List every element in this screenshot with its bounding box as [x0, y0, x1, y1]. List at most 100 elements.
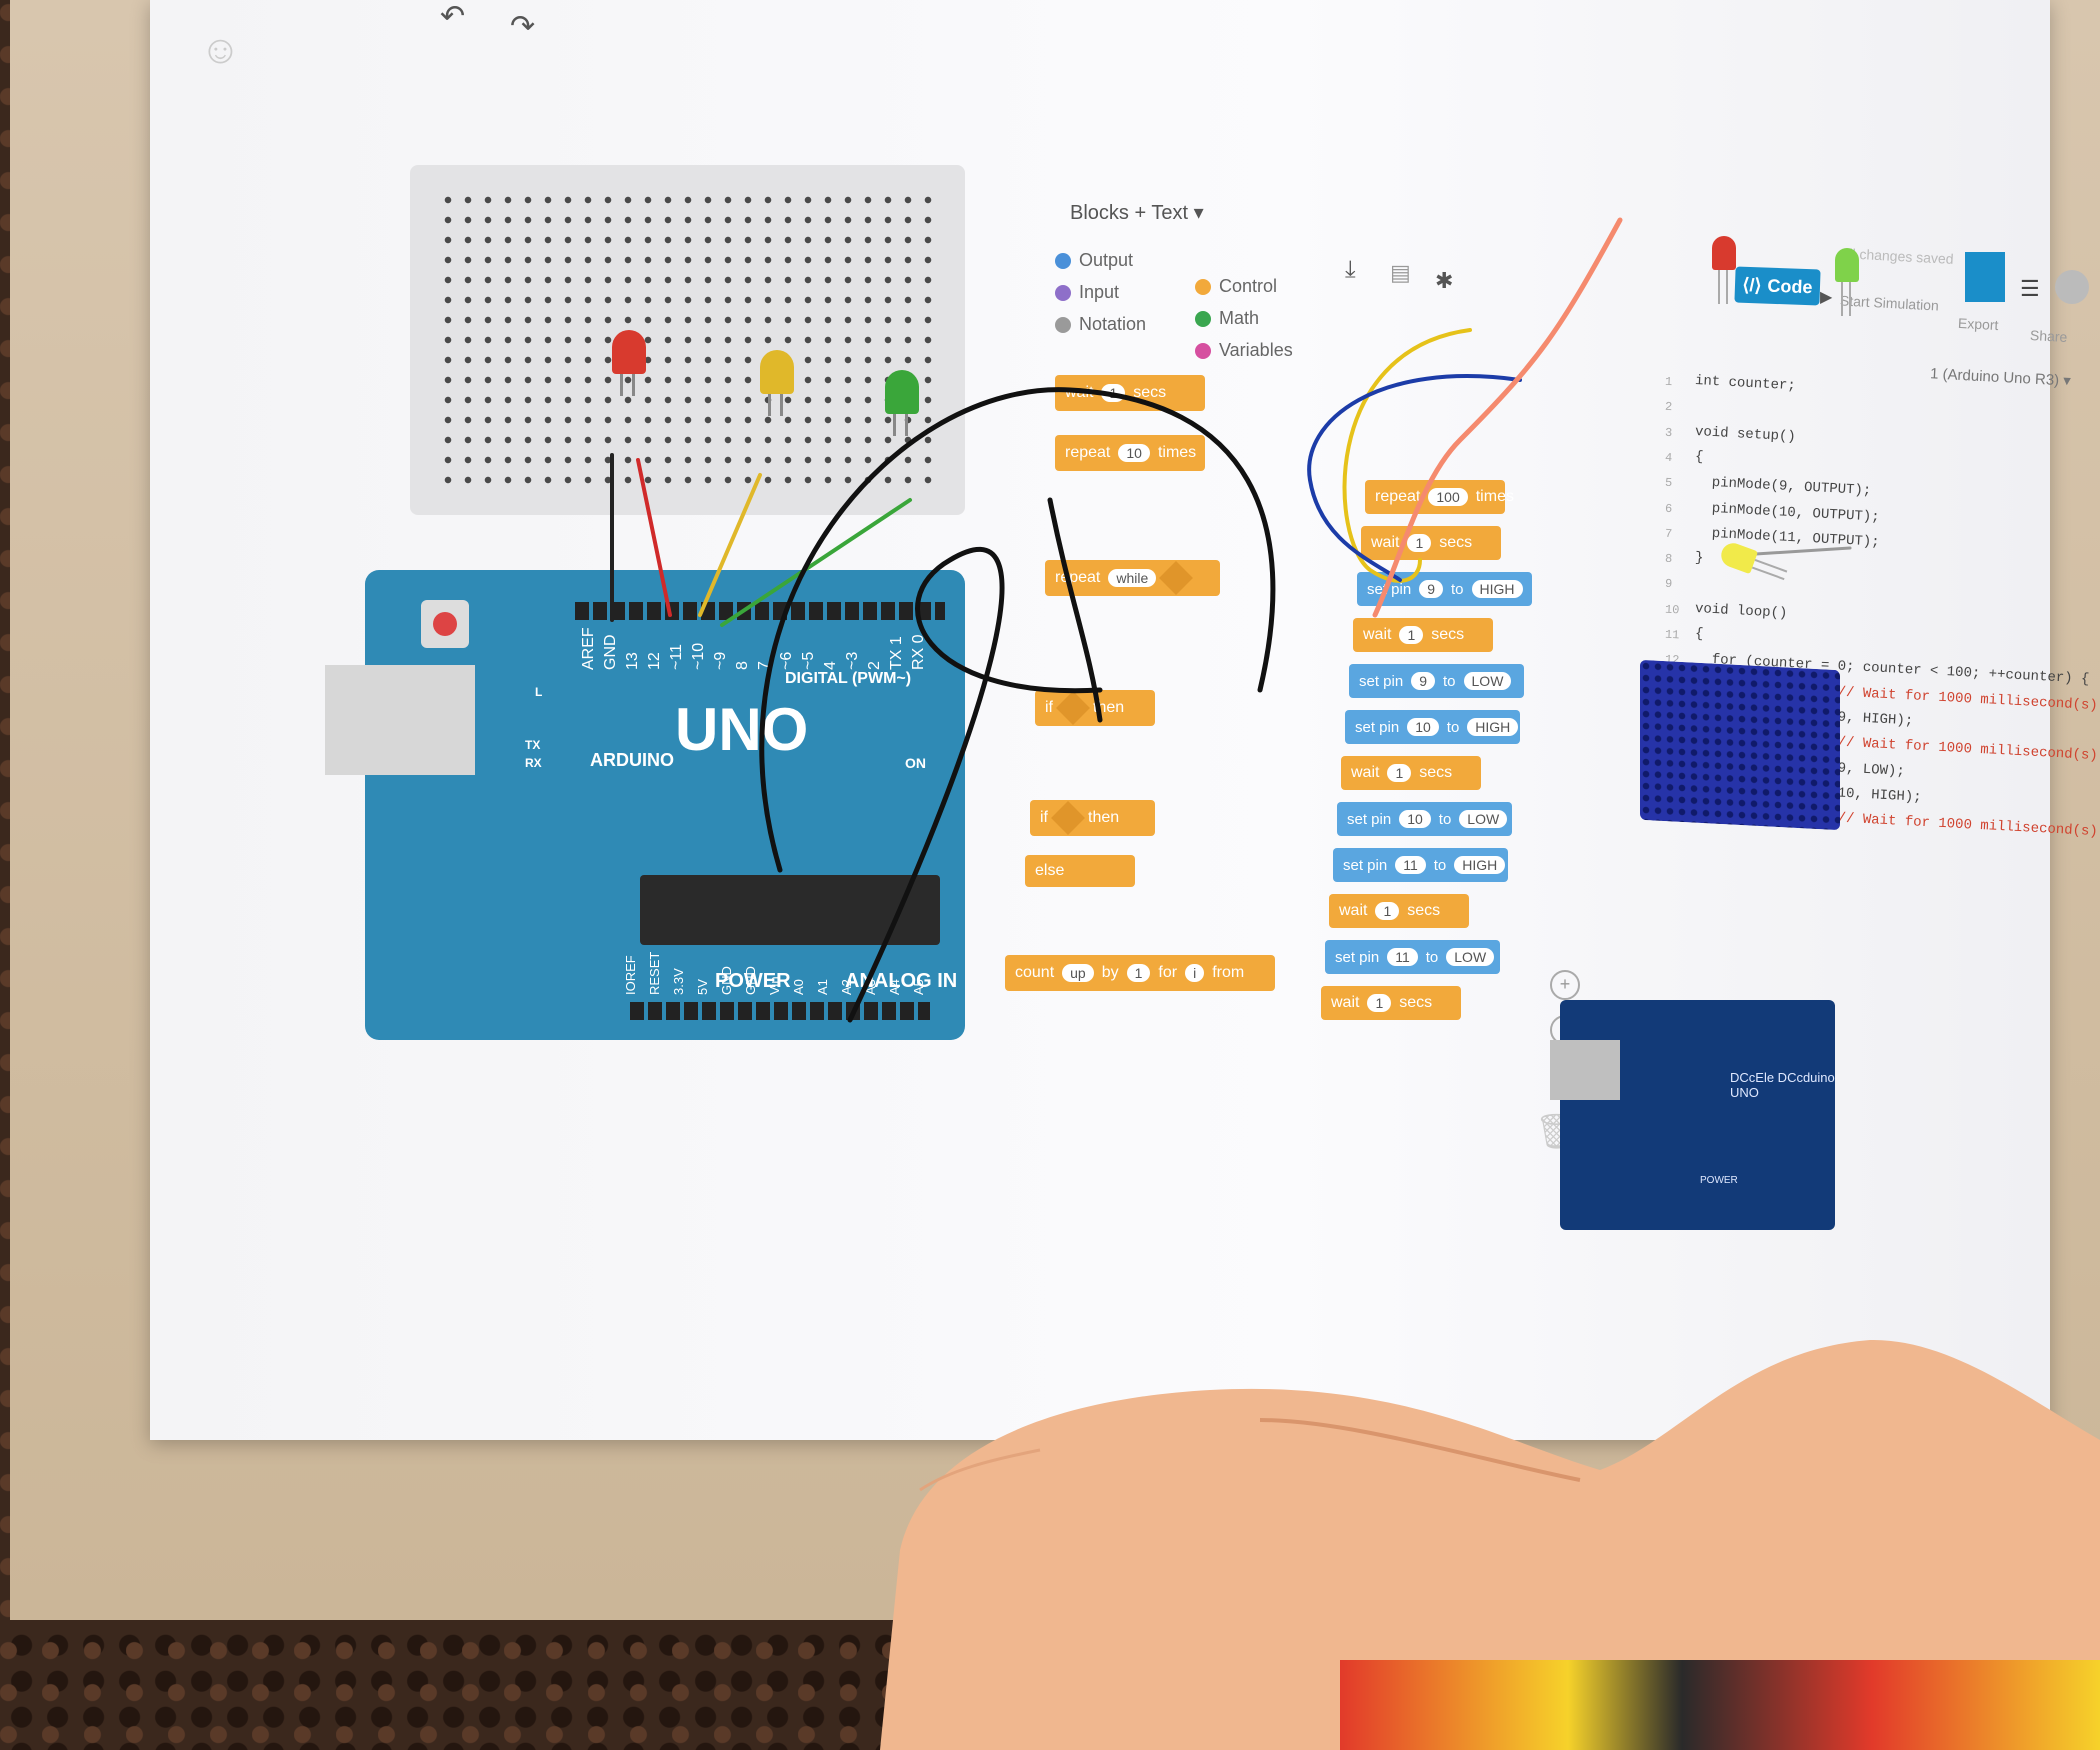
pin-select[interactable]: 11: [1387, 948, 1418, 966]
category-label: Control: [1219, 276, 1278, 296]
pin-select[interactable]: 9: [1419, 580, 1443, 598]
printed-tinkercad-screenshot: ↶ ↷ ☺ UNO ARDUINO DIGITAL (PWM~) POWER A…: [150, 0, 2098, 1440]
block-keyword: repeat: [1065, 444, 1111, 461]
led-lead: [1738, 546, 1852, 557]
state-select[interactable]: HIGH: [1454, 856, 1506, 874]
usb-port: [325, 665, 475, 775]
mini-breadboard: [1640, 659, 1840, 831]
state-select[interactable]: HIGH: [1467, 718, 1519, 736]
block-unit: secs: [1133, 384, 1167, 401]
wire-yellow: [698, 473, 762, 617]
arduino-uno-illustration: UNO ARDUINO DIGITAL (PWM~) POWER ANALOG …: [325, 570, 965, 1040]
block-value[interactable]: 1: [1126, 964, 1151, 982]
block-keyword: wait: [1371, 534, 1400, 551]
pin-select[interactable]: 11: [1395, 856, 1426, 874]
mode-select-label: Blocks + Text: [1070, 202, 1189, 224]
block-unit: secs: [1419, 764, 1453, 781]
on-label: ON: [905, 755, 926, 771]
face-icon: ☺: [200, 28, 241, 72]
output-dot: [1055, 252, 1071, 269]
menu-icon[interactable]: ☰: [2020, 276, 2040, 301]
debug-icon[interactable]: ✱: [1435, 268, 1454, 293]
block-value[interactable]: 1: [1407, 534, 1432, 552]
block-value[interactable]: 100: [1428, 488, 1468, 506]
category-control[interactable]: Control: [1195, 276, 1277, 297]
block-variable[interactable]: i: [1185, 964, 1205, 982]
category-input[interactable]: Input: [1055, 282, 1119, 303]
block-value[interactable]: 1: [1399, 626, 1424, 644]
block-keyword: set pin: [1359, 672, 1404, 690]
block-unit: secs: [1431, 626, 1465, 643]
block-keyword: if: [1040, 809, 1048, 826]
jumper-black-1: [759, 387, 1276, 873]
block-keyword: set pin: [1367, 580, 1412, 598]
state-select[interactable]: LOW: [1459, 810, 1508, 828]
power-label: POWER: [715, 970, 791, 992]
breadboard: [410, 165, 965, 515]
play-icon: ▶: [1820, 289, 1833, 306]
rx-label: RX: [525, 756, 542, 770]
block-keyword: wait: [1331, 994, 1360, 1011]
reset-button: [421, 600, 469, 648]
pin-select[interactable]: 9: [1411, 672, 1435, 690]
category-notation[interactable]: Notation: [1055, 314, 1146, 335]
palette-block-repeat[interactable]: repeat 10 times: [1055, 435, 1205, 471]
control-dot: [1195, 278, 1211, 295]
block-to: to: [1451, 580, 1464, 598]
jumper-blue: [1307, 374, 1522, 582]
category-variables[interactable]: Variables: [1195, 340, 1293, 361]
block-then: then: [1088, 809, 1120, 826]
category-output[interactable]: Output: [1055, 250, 1133, 271]
block-value[interactable]: 1: [1375, 902, 1400, 920]
download-icon[interactable]: ⤓: [1345, 256, 1356, 283]
input-dot: [1055, 284, 1071, 301]
dccduino-board: DCcEle DCcduino UNO POWER: [1550, 1000, 1835, 1230]
block-to: to: [1433, 856, 1447, 874]
green-led: [885, 370, 919, 436]
pin-select[interactable]: 10: [1407, 718, 1439, 736]
block-keyword: set pin: [1335, 948, 1380, 966]
state-select[interactable]: LOW: [1463, 672, 1512, 690]
block-mode[interactable]: while: [1108, 569, 1157, 587]
red-led: [612, 330, 646, 396]
avatar[interactable]: [2055, 270, 2089, 304]
palette-block-if_else[interactable]: if then: [1030, 800, 1155, 836]
block-value[interactable]: 10: [1118, 444, 1150, 462]
category-label: Math: [1219, 308, 1260, 328]
state-select[interactable]: HIGH: [1471, 580, 1523, 598]
uno-logo: UNO: [675, 696, 809, 763]
blocks-toggle[interactable]: [1965, 252, 2005, 302]
redo-icon: ↷: [510, 10, 536, 43]
jumper-black-2: [847, 546, 1103, 1023]
category-label: Notation: [1079, 314, 1147, 334]
block-unit: times: [1157, 444, 1197, 461]
pin-select[interactable]: 10: [1399, 810, 1431, 828]
block-direction[interactable]: up: [1062, 964, 1094, 982]
zoom-in-icon[interactable]: +: [1550, 970, 1580, 1000]
block-to: to: [1438, 810, 1452, 828]
mode-select[interactable]: Blocks + Text ▾: [1070, 202, 1204, 224]
component-icon[interactable]: ▤: [1390, 260, 1411, 285]
state-select[interactable]: LOW: [1446, 948, 1495, 966]
block-value[interactable]: 1: [1387, 764, 1412, 782]
block-unit: secs: [1407, 902, 1441, 919]
arduino-brand: ARDUINO: [590, 750, 674, 770]
block-value[interactable]: 1: [1367, 994, 1392, 1012]
undo-icon: ↶: [440, 0, 466, 33]
category-math[interactable]: Math: [1195, 308, 1259, 329]
